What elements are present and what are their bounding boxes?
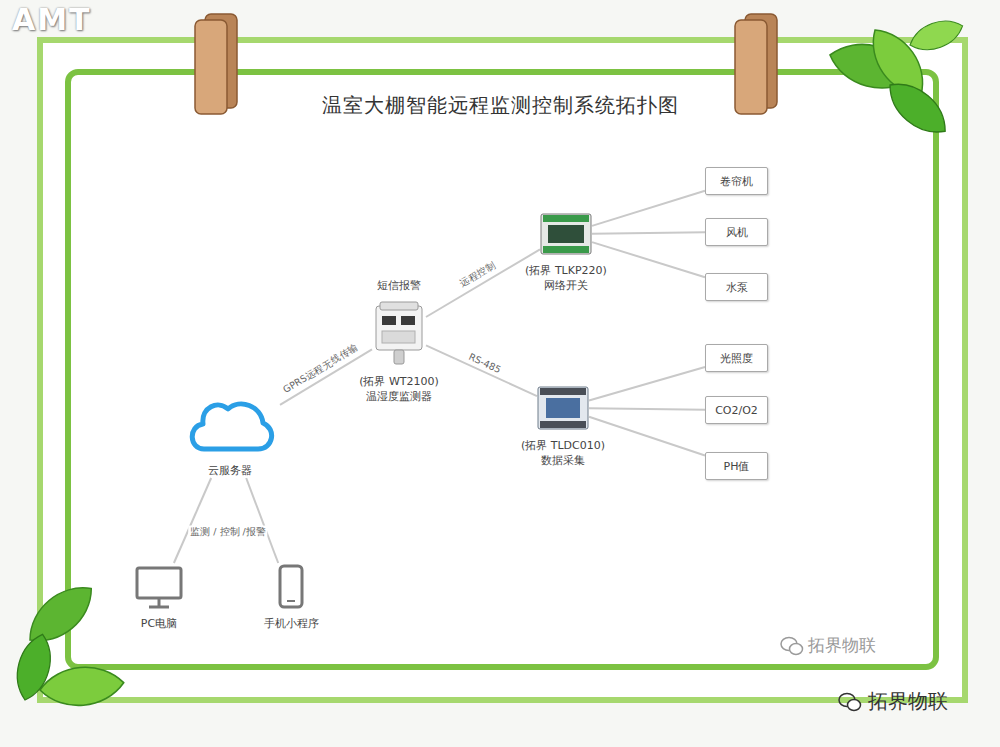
- box-label: CO2/O2: [715, 403, 758, 418]
- node-label: 手机小程序: [254, 616, 328, 631]
- box-label: 风机: [726, 225, 748, 240]
- watermark-text: 拓界物联: [808, 634, 876, 657]
- cloud-icon: [180, 392, 280, 456]
- phone-button: [287, 600, 295, 602]
- module-body: [541, 214, 591, 254]
- watermark: 拓界物联: [838, 688, 948, 715]
- switch-illustration: [540, 213, 592, 255]
- outer-frame: [40, 40, 965, 700]
- monitor-base: [149, 606, 169, 609]
- module-body: [538, 387, 588, 429]
- node-label: 云服务器: [180, 463, 280, 478]
- device-display: [401, 316, 415, 325]
- node-label: PC电脑: [122, 616, 196, 631]
- watermark: 拓界物联: [780, 634, 876, 657]
- watermark-text: 拓界物联: [868, 688, 948, 715]
- wechat-icon: [780, 636, 804, 656]
- chat-bubble: [790, 643, 803, 654]
- device-box: 风机: [705, 218, 768, 246]
- sensor-box: CO2/O2: [705, 396, 768, 424]
- chat-bubble: [848, 699, 861, 710]
- phone-client: 手机小程序: [254, 563, 328, 631]
- sensor-illustration: [372, 300, 426, 366]
- node-label: (拓界 TLDC010) 数据采集: [508, 438, 618, 468]
- connector-line: [592, 242, 705, 277]
- node-label: (拓界 WT2100) 温湿度监测器: [344, 374, 454, 404]
- box-label: 光照度: [720, 351, 753, 366]
- collector-illustration: [537, 386, 589, 430]
- connector-line: [592, 191, 705, 226]
- connector-line: [246, 478, 278, 563]
- leaf: [38, 664, 125, 709]
- device-probe: [394, 350, 404, 364]
- module-face: [546, 398, 580, 418]
- watermark-text: AMT: [12, 2, 92, 37]
- data-collector: (拓界 TLDC010) 数据采集: [537, 386, 589, 430]
- terminal-strip: [540, 421, 586, 428]
- sensor-box: PH值: [705, 452, 768, 480]
- leaf-cluster: [825, 14, 967, 144]
- leaf: [906, 14, 967, 57]
- box-label: 水泵: [726, 280, 748, 295]
- device-box: 卷帘机: [705, 167, 768, 195]
- phone-icon: [254, 563, 328, 613]
- monitor-outline: [137, 568, 181, 598]
- connector-line: [589, 367, 705, 400]
- leaf-cluster: [10, 575, 125, 709]
- pc-icon: [122, 563, 196, 613]
- connector-line: [426, 249, 540, 317]
- terminal-strip: [543, 215, 589, 222]
- cloud-server: 云服务器: [180, 392, 280, 478]
- cloud-outline: [192, 404, 271, 449]
- watermark: AMT: [12, 2, 92, 37]
- device-box: 水泵: [705, 273, 768, 301]
- node-label: 短信报警: [377, 278, 421, 293]
- device-body: [376, 306, 422, 350]
- connector-line: [426, 345, 537, 396]
- box-label: 卷帘机: [720, 174, 753, 189]
- network-switch: (拓界 TLKP220) 网络开关: [540, 213, 592, 255]
- inner-frame: [68, 72, 936, 667]
- connector-line: [592, 232, 705, 233]
- terminal-strip: [543, 246, 589, 253]
- clothespin: [195, 20, 227, 114]
- device-panel: [382, 331, 415, 343]
- edge-label: 监测 / 控制 /报警: [188, 526, 267, 539]
- sensor-box: 光照度: [705, 344, 768, 372]
- pc-client: PC电脑: [122, 563, 196, 631]
- device-top: [380, 302, 418, 310]
- connector-line: [174, 478, 211, 563]
- sensor-device: 短信报警(拓界 WT2100) 温湿度监测器: [372, 300, 426, 366]
- monitor-stand: [158, 598, 161, 606]
- connector-line: [589, 417, 705, 456]
- wechat-icon: [838, 692, 862, 712]
- phone-outline: [280, 566, 302, 607]
- connector-line: [589, 408, 705, 409]
- leaf: [880, 73, 956, 144]
- diagram-title: 温室大棚智能远程监测控制系统拓扑图: [0, 92, 1000, 119]
- device-display: [382, 316, 396, 325]
- terminal-strip: [540, 388, 586, 395]
- leaf: [10, 630, 57, 704]
- box-label: PH值: [724, 459, 750, 474]
- module-face: [548, 225, 584, 243]
- node-label: (拓界 TLKP220) 网络开关: [511, 263, 621, 293]
- clothespin: [735, 20, 767, 114]
